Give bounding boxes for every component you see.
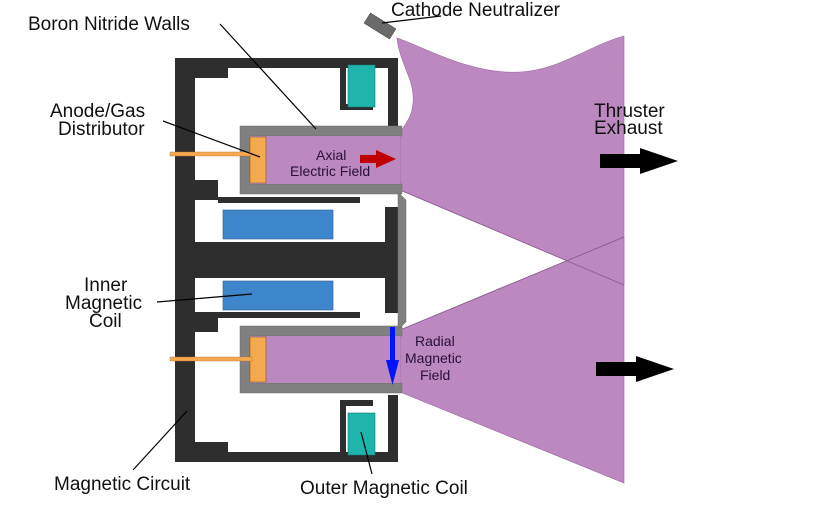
upper-plasma-plume (396, 35, 625, 286)
cathode-leader-line (381, 15, 442, 24)
upper-gas-feed-line (169, 151, 253, 157)
inner-magnetic-coil-upper (222, 209, 334, 240)
lower-gas-feed-line (169, 356, 253, 362)
anode-gas-distributor-label-line1: Anode/Gas (50, 101, 145, 122)
radial-magnetic-field-label-line3: Field (420, 367, 450, 383)
cathode-neutralizer-label: Cathode Neutralizer (391, 0, 561, 21)
boron-nitride-walls (239, 125, 407, 394)
boron-nitride-leader-line (219, 23, 317, 130)
axial-electric-field-label-line2: Electric Field (290, 163, 370, 179)
outer-magnetic-coil-top (347, 64, 376, 108)
magnetic-circuit-label: Magnetic Circuit (54, 474, 191, 495)
exhaust-arrow-upper (600, 148, 678, 174)
thruster-exhaust-label-line2: Exhaust (594, 118, 663, 139)
plume-edge-line (399, 236, 625, 331)
radial-magnetic-field-label-line1: Radial (415, 333, 455, 349)
inner-coil-leader-line (156, 293, 253, 303)
upper-anode (249, 136, 267, 184)
magnetic-circuit-leader-line (132, 410, 188, 471)
exhaust-arrow-lower (596, 356, 674, 382)
thruster-exhaust-label-line1: Thruster (594, 101, 665, 122)
anode-gas-distributor-label-line2: Distributor (58, 119, 145, 140)
leader-lines (132, 15, 442, 475)
outer-coil-leader-line (360, 431, 373, 475)
lower-channel-plasma (250, 336, 400, 383)
plume-edge-line (399, 189, 625, 286)
cathode-neutralizer (363, 12, 397, 40)
outer-magnetic-coil-label: Outer Magnetic Coil (300, 478, 468, 499)
anode-leader-line (162, 120, 261, 158)
boron-nitride-walls-label: Boron Nitride Walls (28, 14, 190, 35)
axial-electric-field-arrow (360, 150, 396, 168)
magnetic-circuit (175, 58, 399, 462)
lower-anode (249, 336, 267, 383)
radial-magnetic-field-label-line2: Magnetic (405, 350, 462, 366)
axial-electric-field-label-line1: Axial (316, 147, 346, 163)
inner-magnetic-coil-label-line2: Magnetic (65, 293, 142, 314)
radial-magnetic-field-arrow (386, 327, 399, 385)
inner-magnetic-coil-label-line3: Coil (89, 311, 122, 332)
inner-magnetic-coil-label-line1: Inner (84, 275, 128, 296)
